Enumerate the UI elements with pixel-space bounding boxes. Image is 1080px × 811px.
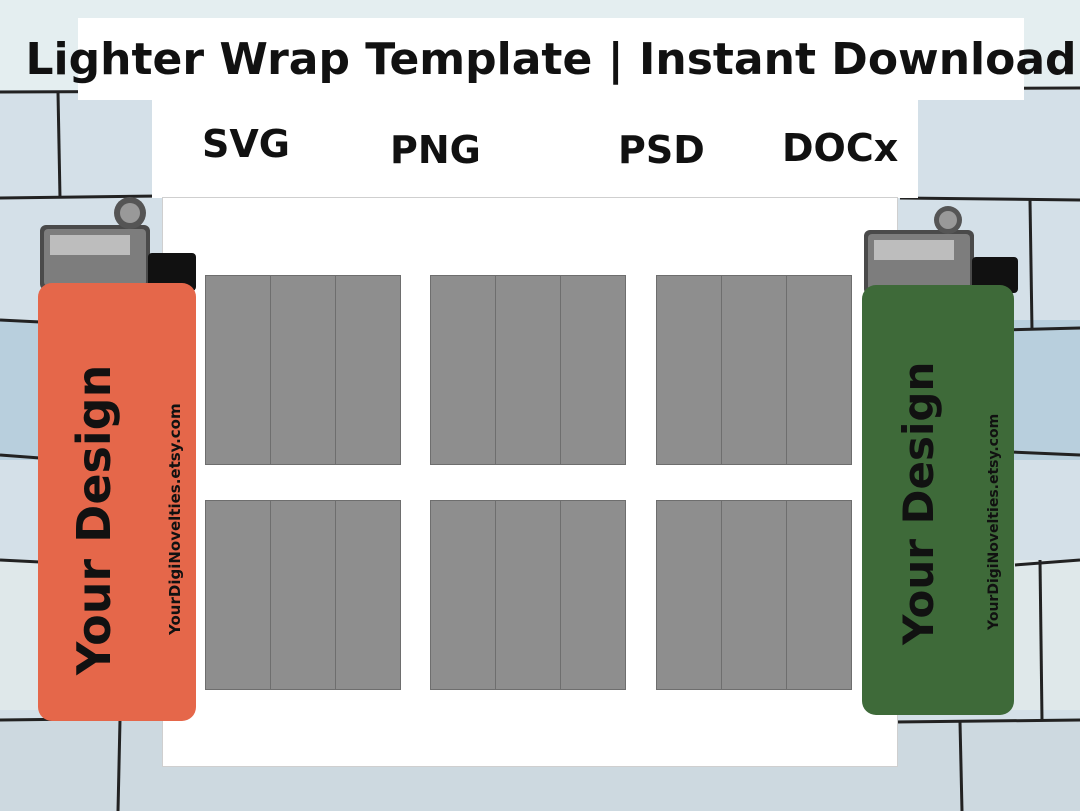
wrap-panel [336,501,400,689]
lighter-body [862,285,1014,715]
lighter-cap-icon [40,197,196,291]
lighter-left: Your Design YourDigiNovelties.etsy.com [38,197,196,721]
formats-banner: SVG PNG PSD DOCx [152,100,918,198]
wrap-panel [722,276,787,464]
lighter-body [38,283,196,721]
lighter-design-text: Your Design [67,365,121,676]
wrap-panel [561,276,625,464]
wrap-panel [206,501,271,689]
format-png: PNG [390,128,481,172]
wrap-panel [787,276,851,464]
wrap-template [656,500,852,690]
wrap-panel [271,276,336,464]
wrap-panel [496,276,561,464]
lighter-cap-icon [864,206,1018,295]
lighter-shop-text: YourDigiNovelties.etsy.com [986,414,1002,631]
wrap-panel [206,276,271,464]
wrap-panel [431,276,496,464]
template-sheet [163,198,897,766]
title-banner: Lighter Wrap Template | Instant Download [26,18,1077,100]
lighter-shop-text: YourDigiNovelties.etsy.com [166,403,184,636]
wrap-panel [657,276,722,464]
format-psd: PSD [618,128,705,172]
wrap-panel [561,501,625,689]
lighter-design-text: Your Design [894,362,943,646]
wrap-template [430,275,626,465]
wrap-panel [496,501,561,689]
format-docx: DOCx [782,126,899,170]
wrap-panel [431,501,496,689]
wrap-template [205,500,401,690]
wrap-panel [271,501,336,689]
wrap-panel [722,501,787,689]
lighter-right: Your Design YourDigiNovelties.etsy.com [862,206,1018,715]
wrap-template [205,275,401,465]
wrap-panel [657,501,722,689]
wrap-template [430,500,626,690]
format-svg: SVG [202,122,290,166]
wrap-template [656,275,852,465]
wrap-panel [336,276,400,464]
wrap-panel [787,501,851,689]
page-title: Lighter Wrap Template | Instant Download [25,33,1077,85]
